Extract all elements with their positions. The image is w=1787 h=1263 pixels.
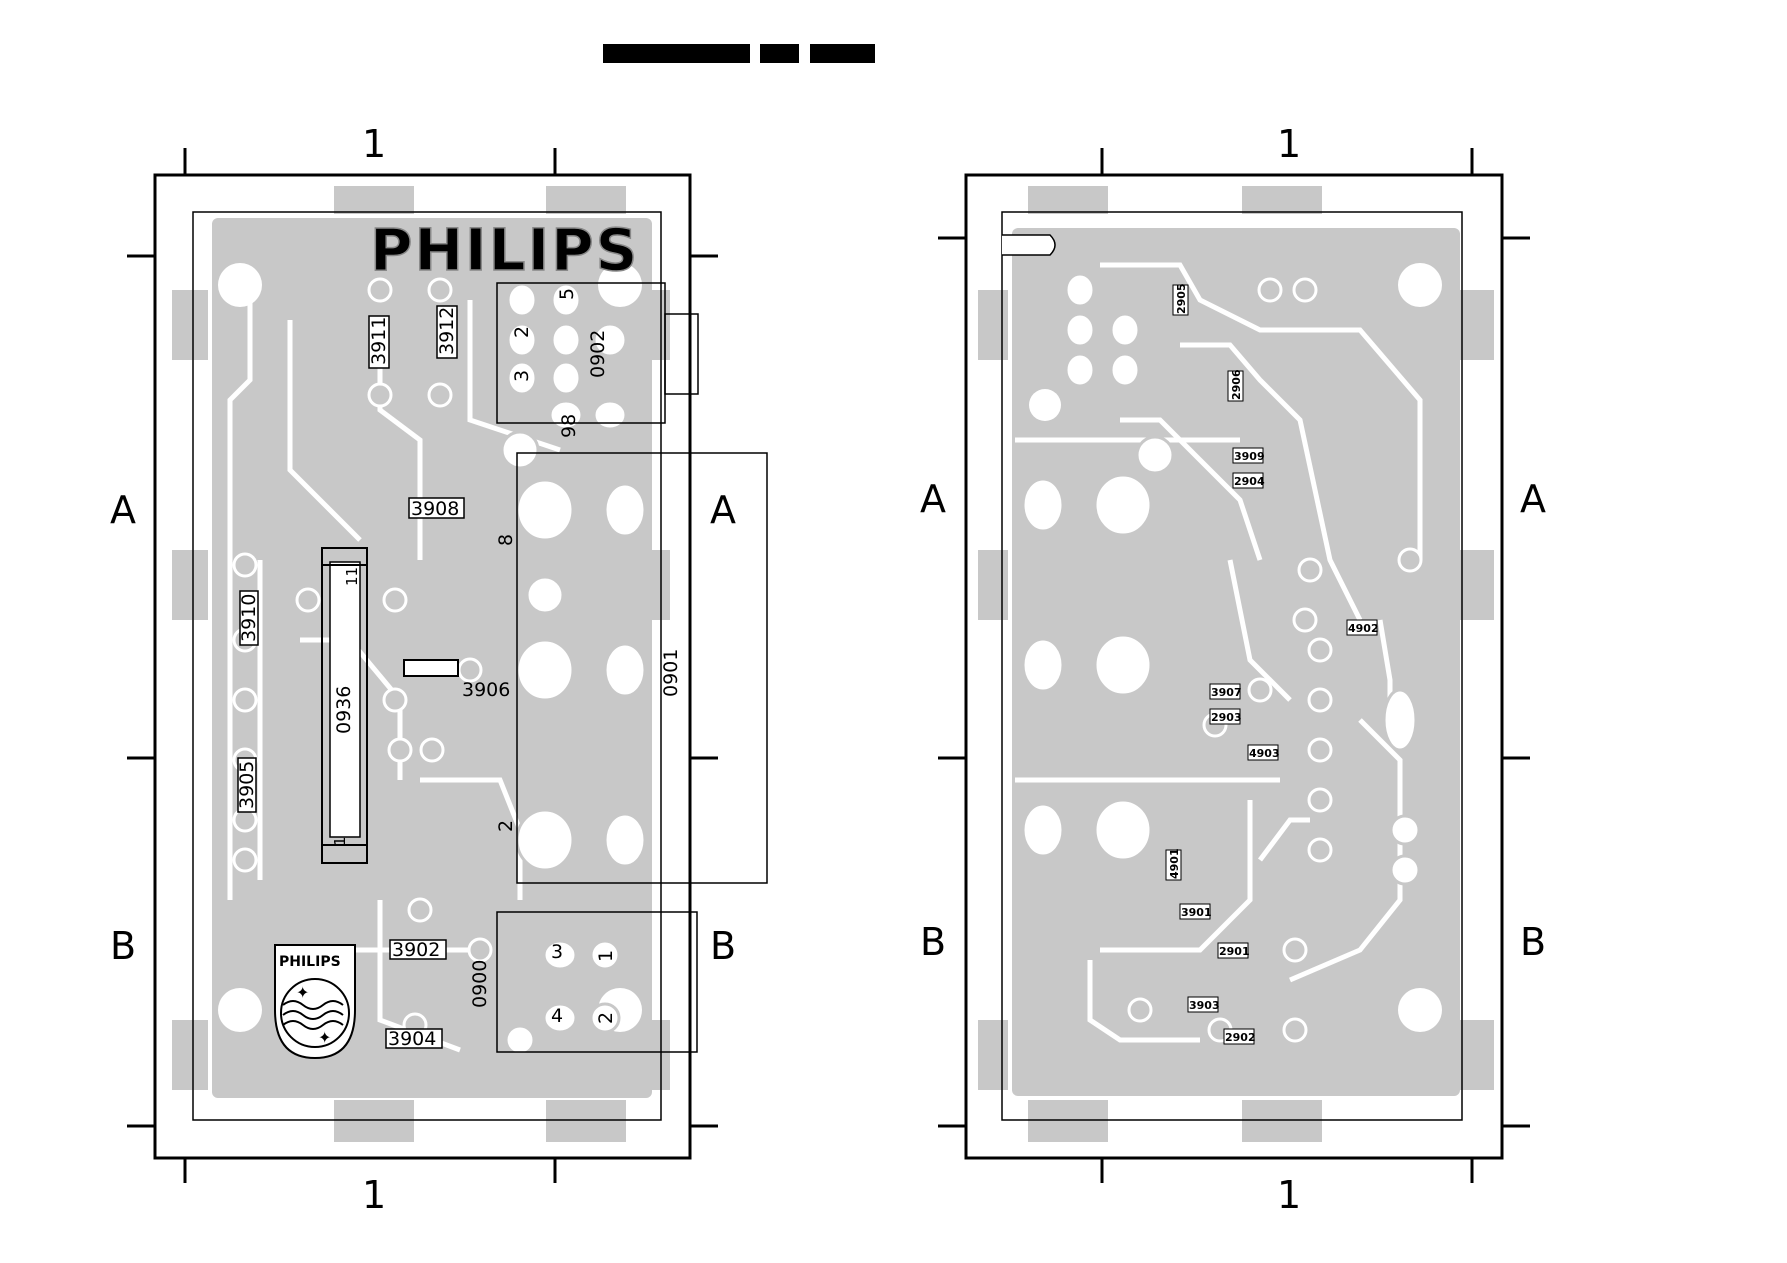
connector-0936-outline (321, 547, 368, 864)
label-4903: 4903 (1249, 747, 1280, 760)
pin-0900-2: 2 (595, 1012, 617, 1024)
label-3912: 3912 (436, 307, 458, 355)
label-0900: 0900 (469, 960, 491, 1008)
grid-col-top-left: 1 (362, 122, 386, 166)
svg-text:✦: ✦ (296, 983, 309, 1002)
grid-row-b-mid-left: B (710, 924, 736, 968)
pin-0902-3: 3 (511, 370, 533, 382)
left-grid-ticks (127, 148, 718, 1183)
label-3907: 3907 (1211, 686, 1242, 699)
component-side-resistor-labels: 3911 3912 3908 3910 3905 3902 3904 3906 (236, 305, 510, 1050)
grid-col-top-right: 1 (1277, 122, 1301, 166)
label-3903: 3903 (1189, 999, 1220, 1012)
grid-row-a-mid-left: A (710, 488, 736, 532)
label-3910: 3910 (238, 594, 260, 642)
label-3905: 3905 (236, 761, 258, 809)
label-3911: 3911 (368, 317, 390, 365)
grid-col-bottom-left: 1 (362, 1173, 386, 1217)
pin-0902-2: 2 (511, 326, 533, 338)
right-copper (978, 186, 1494, 1142)
solder-side-part-labels: 2905 2906 3909 2904 4902 3907 2903 4903 … (1165, 283, 1379, 1045)
label-3904: 3904 (388, 1028, 436, 1050)
shield-logo-text: PHILIPS (279, 954, 341, 970)
pin-0900-3: 3 (551, 941, 563, 963)
label-3901: 3901 (1181, 906, 1212, 919)
pin-0902-5: 5 (556, 288, 578, 300)
philips-logo-text: PHILIPS (370, 216, 639, 284)
label-3908: 3908 (411, 498, 459, 520)
part-3906-body (403, 659, 459, 677)
label-2904: 2904 (1234, 475, 1265, 488)
grid-row-b-mid-right: B (920, 920, 946, 964)
grid-row-b-left: B (110, 924, 136, 968)
right-grid-ticks (938, 148, 1530, 1183)
component-side-connector-labels: 0902 0901 0936 0900 (333, 330, 682, 1008)
label-2902: 2902 (1225, 1031, 1256, 1044)
connector-0900-outline (496, 911, 698, 1053)
component-side-board: PHILIPS PHILIPS ✦ ✦ (110, 122, 768, 1217)
label-0936: 0936 (333, 686, 355, 734)
label-2905: 2905 (1175, 283, 1188, 314)
label-0901: 0901 (660, 649, 682, 697)
label-4901: 4901 (1168, 848, 1181, 879)
label-2906: 2906 (1230, 369, 1243, 400)
grid-row-a-right: A (1520, 477, 1546, 521)
label-0902: 0902 (587, 330, 609, 378)
header-bars (603, 44, 875, 63)
label-2903: 2903 (1211, 711, 1242, 724)
grid-col-bottom-right: 1 (1277, 1173, 1301, 1217)
connector-0901-outline (516, 452, 768, 884)
philips-shield-icon: PHILIPS ✦ ✦ (274, 944, 356, 1060)
left-copper (172, 186, 670, 1142)
label-4902: 4902 (1348, 622, 1379, 635)
pin-0936-11: 11 (343, 567, 361, 586)
grid-row-b-right: B (1520, 920, 1546, 964)
pin-0900-4: 4 (551, 1005, 563, 1027)
pin-0901-2: 2 (495, 820, 517, 832)
pin-0902-98: 98 (558, 414, 580, 438)
grid-row-a-left: A (110, 488, 136, 532)
component-side-pin-labels: 5 2 3 98 8 2 3 1 4 2 11 1 (331, 288, 617, 1027)
svg-text:✦: ✦ (318, 1028, 331, 1047)
label-3902: 3902 (392, 939, 440, 961)
label-3906: 3906 (462, 679, 510, 701)
label-2901: 2901 (1219, 945, 1250, 958)
grid-row-a-mid-right: A (920, 477, 946, 521)
solder-side-board: 2905 2906 3909 2904 4902 3907 2903 4903 … (920, 122, 1546, 1217)
label-3909: 3909 (1234, 450, 1265, 463)
pin-0936-1: 1 (331, 836, 349, 846)
pin-0900-1: 1 (595, 950, 617, 962)
pin-0901-8: 8 (495, 534, 517, 546)
